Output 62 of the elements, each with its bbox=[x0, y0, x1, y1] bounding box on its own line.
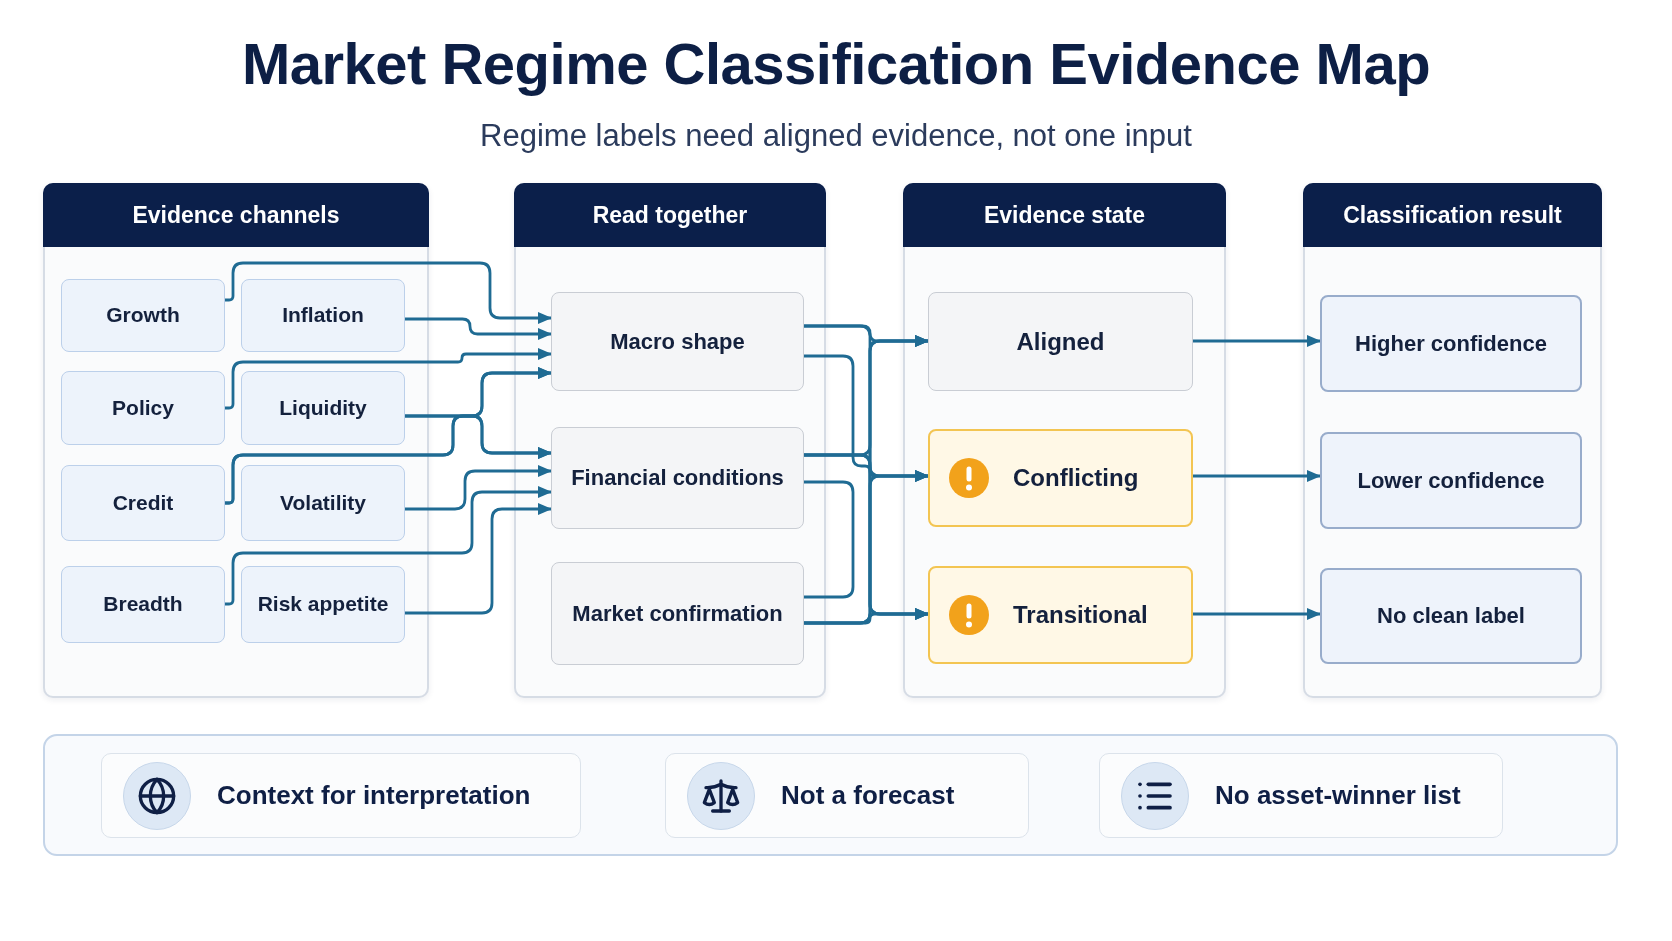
channel-label: Inflation bbox=[282, 302, 364, 329]
note-pill bbox=[665, 753, 1029, 838]
channel-box bbox=[241, 279, 405, 352]
channel-label: Liquidity bbox=[279, 394, 367, 421]
subtitle: Regime labels need aligned evidence, not one input bbox=[480, 117, 1192, 155]
arrow bbox=[405, 317, 552, 340]
note-label: Not a forecast bbox=[781, 779, 955, 812]
channel-label: Risk appetite bbox=[257, 591, 389, 618]
title: Market Regime Classification Evidence Map bbox=[241, 30, 1431, 98]
arrow bbox=[225, 414, 552, 505]
result-label: Higher confidence bbox=[1355, 329, 1547, 358]
column-panel bbox=[43, 183, 429, 698]
channel-box bbox=[61, 279, 225, 352]
result-label: No clean label bbox=[1377, 602, 1525, 630]
note-label: Context for interpretation bbox=[217, 779, 531, 812]
column-header: Evidence channels bbox=[43, 183, 429, 247]
arrow bbox=[1193, 470, 1321, 482]
note-pill bbox=[101, 753, 581, 838]
process-label: Market confirmation bbox=[572, 599, 783, 628]
state-box bbox=[928, 429, 1193, 527]
column-panel bbox=[903, 183, 1226, 698]
arrow bbox=[804, 608, 929, 625]
process-box bbox=[551, 427, 804, 529]
result-label: Lower confidence bbox=[1357, 466, 1545, 495]
state-label: Transitional bbox=[1013, 600, 1148, 630]
channel-box bbox=[241, 465, 405, 541]
channel-box bbox=[61, 371, 225, 445]
channel-label: Growth bbox=[106, 302, 180, 329]
arrow bbox=[1193, 608, 1321, 620]
state-box bbox=[928, 292, 1193, 391]
column-header: Evidence state bbox=[903, 183, 1226, 247]
channel-label: Policy bbox=[112, 394, 174, 421]
note-band bbox=[43, 734, 1618, 856]
arrow bbox=[225, 261, 552, 324]
column-panel bbox=[1303, 183, 1602, 698]
channel-label: Credit bbox=[112, 489, 174, 516]
arrow bbox=[405, 465, 552, 511]
process-label: Macro shape bbox=[610, 327, 745, 356]
column-header: Classification result bbox=[1303, 183, 1602, 247]
channel-label: Breadth bbox=[103, 591, 183, 618]
result-box bbox=[1320, 568, 1582, 664]
column-panel bbox=[514, 183, 826, 698]
note-pill bbox=[1099, 753, 1503, 838]
result-box bbox=[1320, 295, 1582, 392]
result-box bbox=[1320, 432, 1582, 529]
arrow bbox=[1193, 335, 1321, 347]
process-box bbox=[551, 292, 804, 391]
note-label: No asset-winner list bbox=[1215, 779, 1461, 812]
channel-box bbox=[241, 566, 405, 643]
connector-line bbox=[804, 480, 855, 599]
channel-label: Volatility bbox=[280, 489, 366, 516]
state-box bbox=[928, 566, 1193, 664]
process-label: Financial conditions bbox=[571, 464, 784, 492]
channel-box bbox=[241, 371, 405, 445]
column-header: Read together bbox=[514, 183, 826, 247]
state-label: Aligned bbox=[1016, 326, 1105, 357]
arrow bbox=[225, 348, 552, 410]
process-box bbox=[551, 562, 804, 665]
state-label: Conflicting bbox=[1013, 463, 1139, 493]
arrow bbox=[405, 503, 552, 615]
channel-box bbox=[61, 566, 225, 643]
channel-box bbox=[61, 465, 225, 541]
